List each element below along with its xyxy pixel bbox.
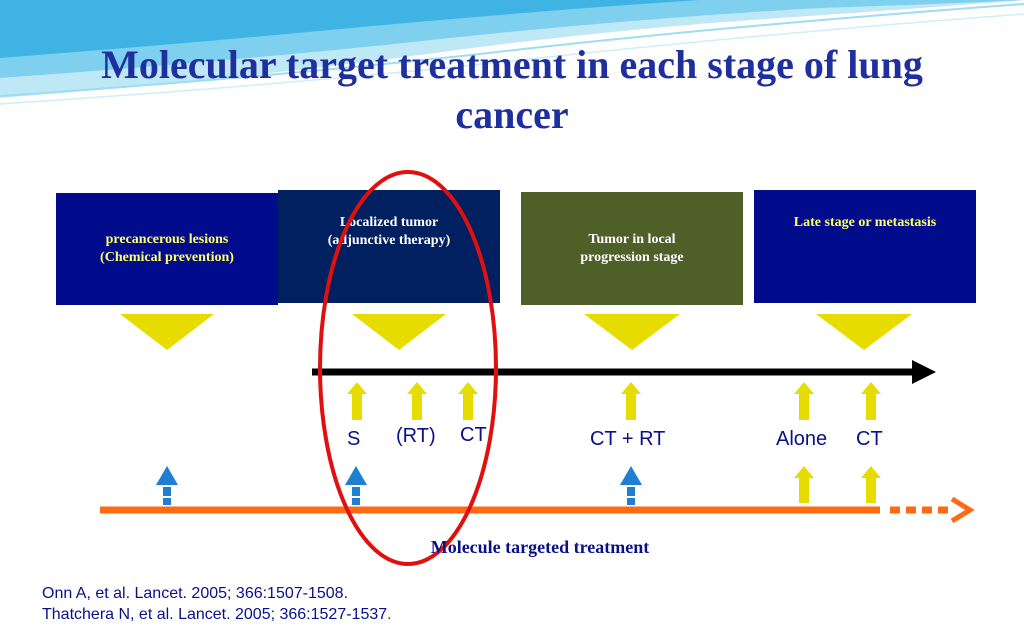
up-arrow-ct-rt: [621, 382, 641, 420]
down-triangle-4: [816, 314, 912, 350]
stage-box-precancerous: precancerous lesions (Chemical preventio…: [56, 193, 278, 305]
molecule-treatment-line: [100, 496, 975, 524]
blue-up-arrow-3: [620, 466, 642, 505]
highlight-ellipse: [318, 170, 498, 566]
stage-2-line2: (adjunctive therapy): [327, 233, 451, 248]
blue-up-arrow-1: [156, 466, 178, 505]
molecule-treatment-label: Molecule targeted treatment: [430, 537, 650, 557]
stage-3-line1: Tumor in local: [588, 231, 676, 247]
label-rt: (RT): [396, 425, 436, 447]
label-ct-1: CT: [460, 424, 487, 446]
down-triangle-1: [120, 314, 214, 350]
down-triangle-3: [584, 314, 680, 350]
timeline-arrow: [312, 360, 936, 384]
up-arrow-rt: [407, 382, 427, 420]
label-alone: Alone: [776, 428, 828, 450]
label-ct-2: CT: [856, 428, 883, 450]
up-arrow-lower-ct: [861, 466, 881, 503]
references: Onn A, et al. Lancet. 2005; 366:1507-150…: [42, 583, 392, 625]
slide-title: Molecular target treatment in each stage…: [101, 42, 923, 137]
reference-2-text: Thatchera N, et al. Lancet. 2005; 366:15…: [42, 606, 388, 623]
label-s: S: [347, 428, 361, 450]
up-arrow-s: [347, 382, 367, 420]
stage-box-late-stage: Late stage or metastasis: [754, 190, 976, 303]
stage-3-line2: progression stage: [580, 249, 684, 265]
stage-box-local-progression: Tumor in local progression stage: [521, 192, 743, 305]
reference-2: Thatchera N, et al. Lancet. 2005; 366:15…: [42, 604, 392, 625]
stage-1-line1: precancerous lesions: [105, 232, 229, 247]
down-triangle-2: [352, 314, 446, 350]
up-arrow-alone: [794, 382, 814, 420]
reference-2-end-mark: .: [387, 606, 392, 623]
stage-4-line1: Late stage or metastasis: [793, 215, 937, 230]
stage-1-line2: (Chemical prevention): [100, 250, 234, 265]
label-ct-rt: CT + RT: [590, 428, 666, 450]
stage-2-line1: Localized tumor: [339, 215, 439, 230]
up-arrow-ct2: [861, 382, 881, 420]
header-wave-decoration: [0, 0, 1024, 105]
blue-up-arrow-2: [345, 466, 367, 505]
up-arrow-ct1: [458, 382, 478, 420]
reference-1: Onn A, et al. Lancet. 2005; 366:1507-150…: [42, 585, 349, 602]
stage-box-localized-tumor: Localized tumor (adjunctive therapy): [278, 190, 500, 303]
up-arrow-lower-alone: [794, 466, 814, 503]
